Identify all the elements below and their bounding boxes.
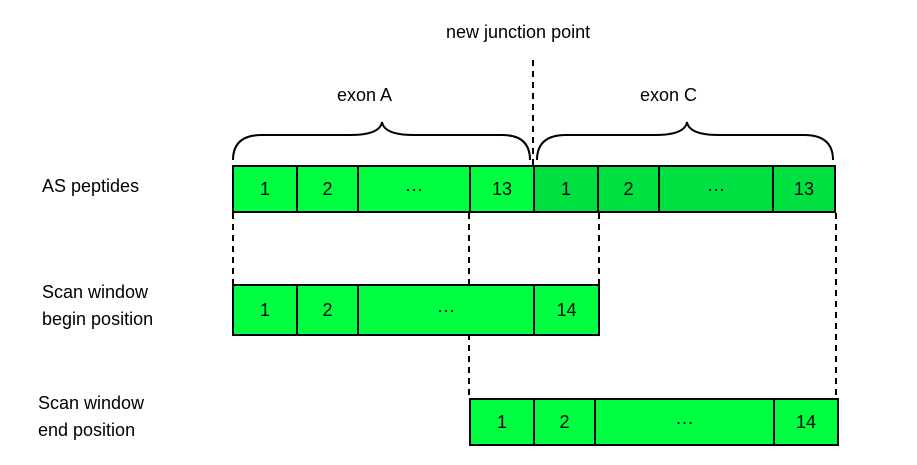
- begin-label-line2: begin position: [42, 309, 154, 329]
- end-window-cell: 1: [469, 398, 535, 446]
- end-label-line1: Scan window: [38, 393, 145, 413]
- junction-label: new junction point: [446, 22, 591, 42]
- begin-window-cell: ···: [357, 284, 535, 336]
- end-window-cell: ···: [594, 398, 775, 446]
- as-peptide-cell: 2: [296, 165, 359, 213]
- as-peptides-label: AS peptides: [42, 176, 140, 196]
- begin-label-line1: Scan window: [42, 282, 149, 302]
- end-window-cell: 2: [533, 398, 596, 446]
- exon-c-brace: [536, 121, 834, 161]
- exon-a-brace: [232, 121, 531, 161]
- exon-a-label: exon A: [337, 85, 393, 105]
- exon-c-label: exon C: [640, 85, 698, 105]
- begin-window-cell: 1: [232, 284, 298, 336]
- as-peptide-cell: 2: [597, 165, 660, 213]
- as-peptide-cell: 1: [533, 165, 599, 213]
- begin-window-cell: 14: [533, 284, 600, 336]
- as-peptide-cell: ···: [357, 165, 471, 213]
- as-peptide-cell: ···: [658, 165, 774, 213]
- as-peptide-cell: 13: [469, 165, 535, 213]
- as-peptide-cell: 13: [772, 165, 836, 213]
- begin-window-cell: 2: [296, 284, 359, 336]
- end-window-cell: 14: [773, 398, 839, 446]
- end-label-line2: end position: [38, 420, 136, 440]
- as-peptide-cell: 1: [232, 165, 298, 213]
